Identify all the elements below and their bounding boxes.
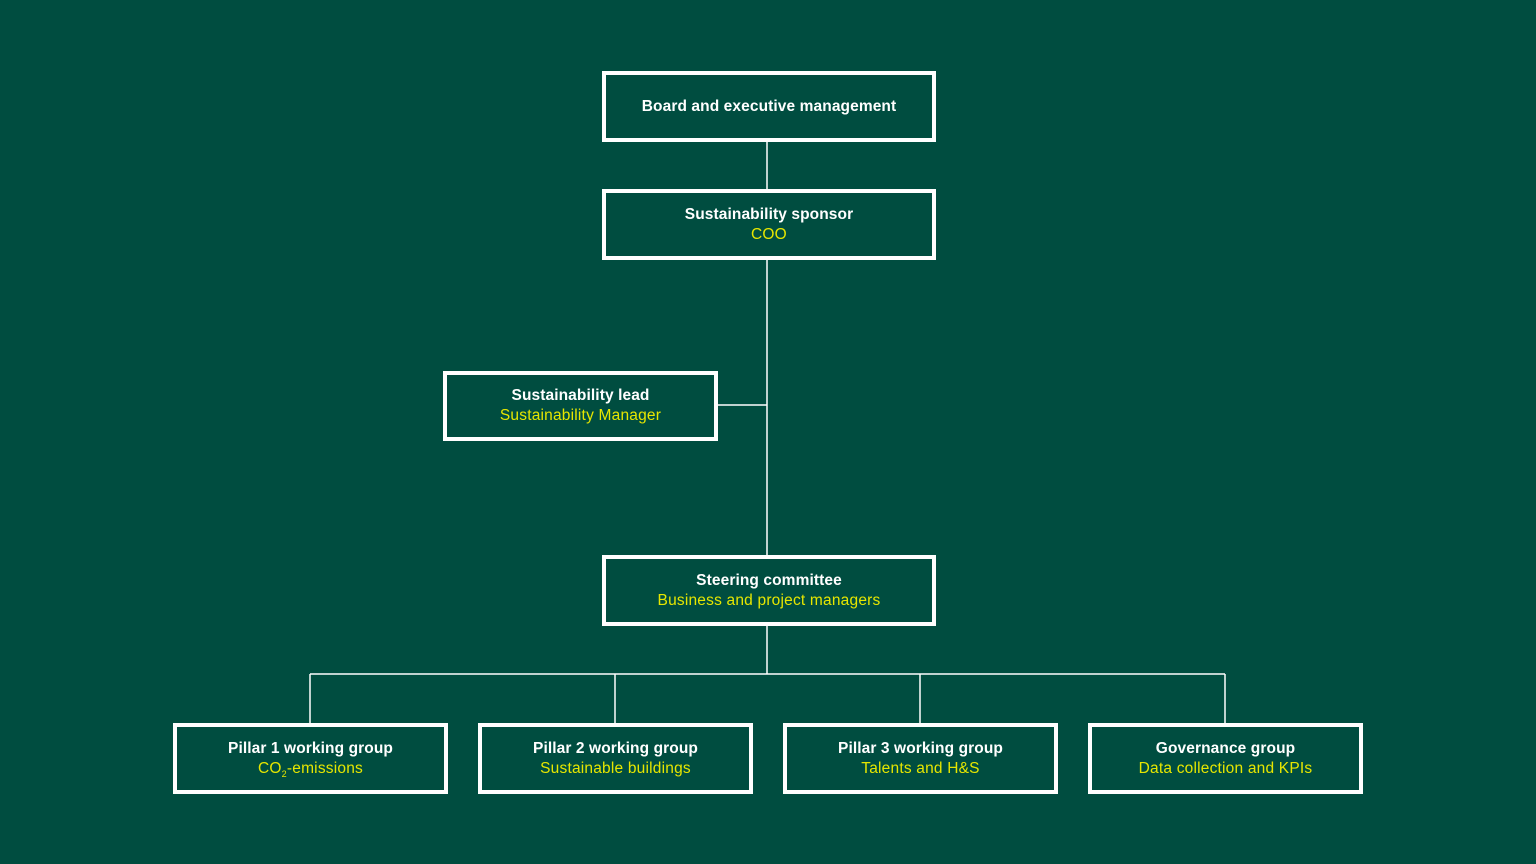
node-steering-subtitle: Business and project managers bbox=[657, 591, 881, 609]
co2-subscript: 2 bbox=[281, 768, 287, 779]
co2-suffix: -emissions bbox=[286, 759, 363, 777]
node-pillar1-subtitle: CO2-emissions bbox=[258, 759, 363, 779]
node-pillar1-title: Pillar 1 working group bbox=[228, 739, 393, 757]
node-pillar3-subtitle: Talents and H&S bbox=[861, 759, 980, 777]
node-sustainability-lead: Sustainability lead Sustainability Manag… bbox=[443, 371, 718, 441]
node-lead-title: Sustainability lead bbox=[511, 387, 650, 404]
node-governance-title: Governance group bbox=[1155, 739, 1296, 757]
node-governance-subtitle: Data collection and KPIs bbox=[1138, 759, 1313, 777]
node-sustainability-sponsor: Sustainability sponsor COO bbox=[602, 189, 936, 260]
node-pillar2-title: Pillar 2 working group bbox=[533, 739, 698, 757]
node-lead-subtitle: Sustainability Manager bbox=[499, 407, 662, 424]
node-pillar1: Pillar 1 working group CO2-emissions bbox=[173, 723, 448, 794]
node-sponsor-subtitle: COO bbox=[751, 225, 787, 243]
node-board: Board and executive management bbox=[602, 71, 936, 142]
node-pillar2-subtitle: Sustainable buildings bbox=[540, 759, 691, 777]
node-pillar3-title: Pillar 3 working group bbox=[838, 739, 1003, 757]
node-pillar2: Pillar 2 working group Sustainable build… bbox=[478, 723, 753, 794]
node-board-title: Board and executive management bbox=[641, 97, 897, 115]
node-steering-committee: Steering committee Business and project … bbox=[602, 555, 936, 626]
node-steering-title: Steering committee bbox=[696, 571, 842, 589]
node-sponsor-title: Sustainability sponsor bbox=[684, 205, 854, 223]
node-governance: Governance group Data collection and KPI… bbox=[1088, 723, 1363, 794]
node-pillar3: Pillar 3 working group Talents and H&S bbox=[783, 723, 1058, 794]
co2-prefix: CO bbox=[258, 759, 282, 777]
